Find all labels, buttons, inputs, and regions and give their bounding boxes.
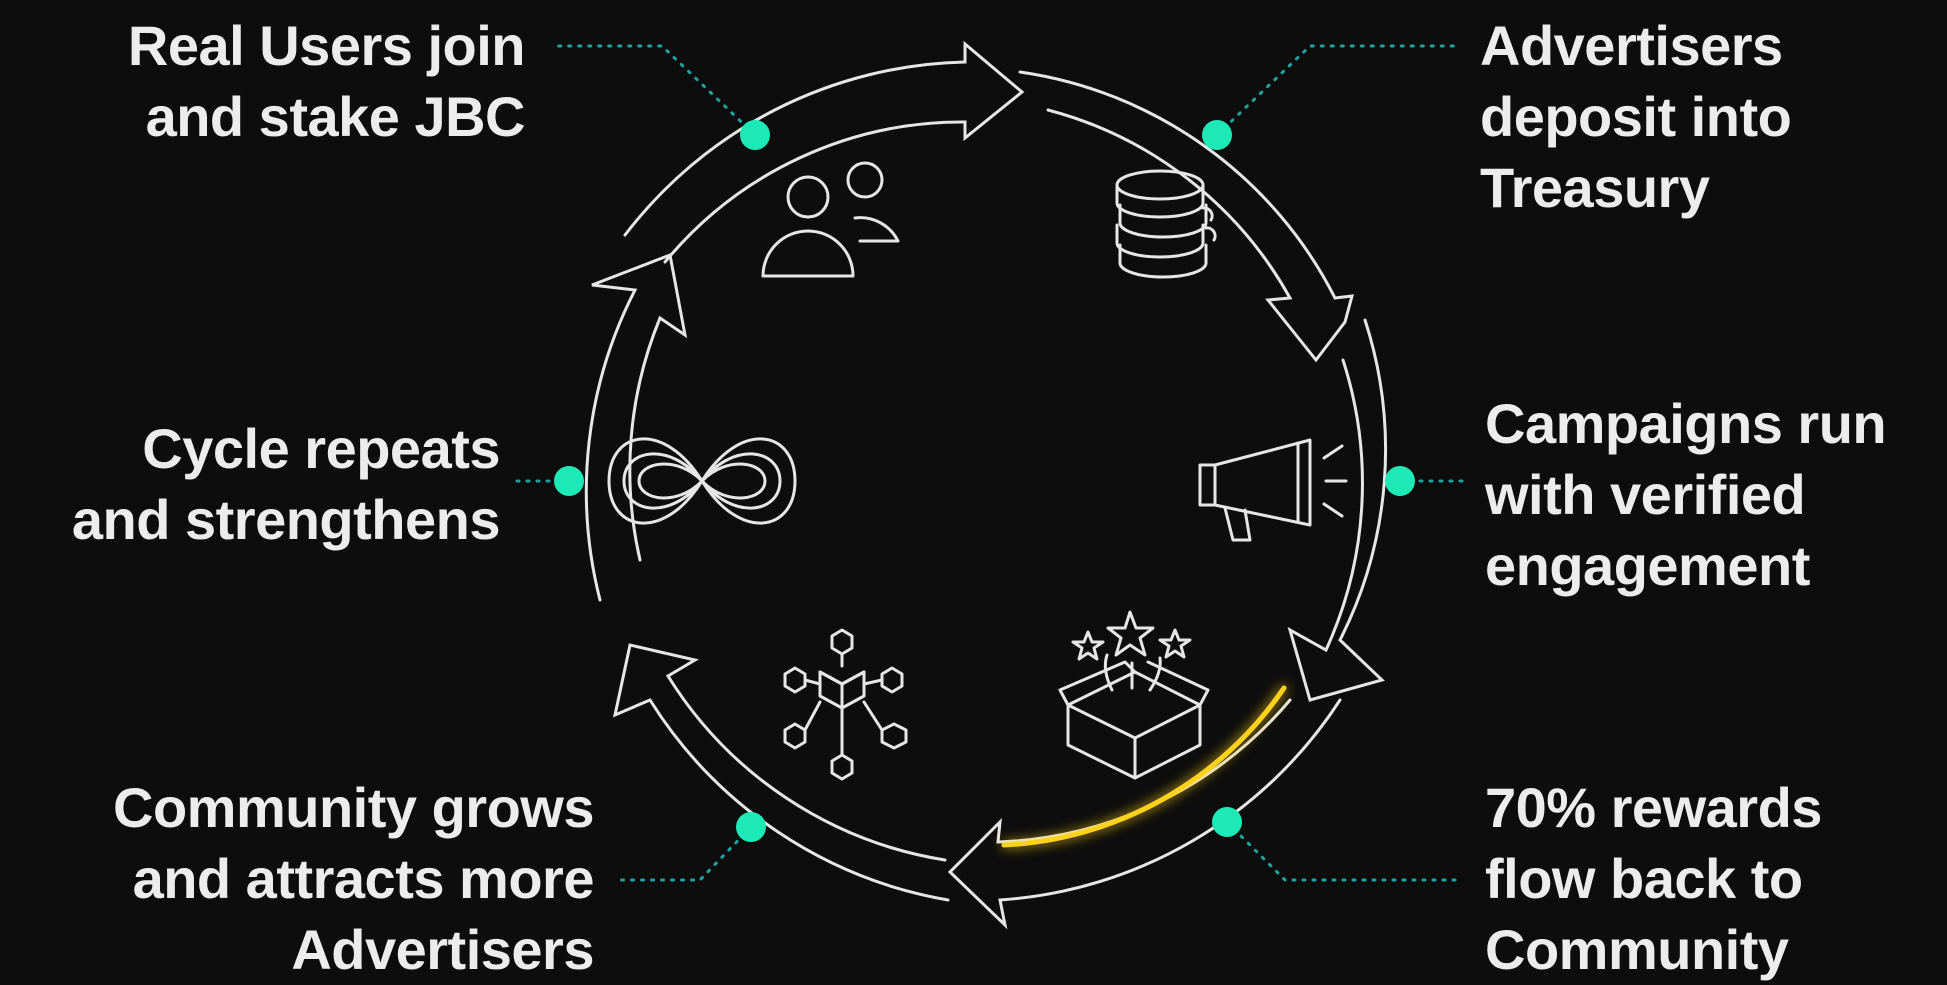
- node-step-4: [1212, 807, 1242, 837]
- step-4-line-2: flow back to: [1485, 847, 1803, 910]
- step-5-line-1: Community grows: [113, 776, 594, 839]
- connector-step-1: [553, 44, 757, 137]
- cycle-arc-left-upper: [584, 252, 688, 602]
- step-3-line-2: with verified: [1485, 463, 1806, 526]
- coins-icon: [1115, 169, 1217, 279]
- step-1-line-1: Real Users join: [127, 14, 526, 77]
- connector-step-2: [1215, 44, 1462, 137]
- step-2-line-3: Treasury: [1480, 156, 1710, 219]
- node-step-6: [554, 466, 584, 496]
- highlight-arc: [1001, 685, 1287, 848]
- step-4-line-3: Community: [1485, 918, 1789, 981]
- step-3-line-3: engagement: [1485, 534, 1810, 597]
- users-icon: [761, 161, 900, 278]
- step-label-6: Cycle repeats and strengthens: [71, 413, 501, 555]
- connector-step-5: [618, 825, 753, 882]
- megaphone-icon: [1198, 438, 1348, 542]
- cycle-arc-right-upper: [1018, 70, 1355, 363]
- infinity-icon: [607, 437, 797, 525]
- node-step-3: [1385, 466, 1415, 496]
- network-icon: [783, 628, 908, 781]
- node-step-2: [1202, 120, 1232, 150]
- step-label-3: Campaigns run with verified engagement: [1485, 388, 1887, 601]
- step-5-line-3: Advertisers: [291, 918, 594, 981]
- step-5-line-2: and attracts more: [132, 847, 595, 910]
- step-1-line-2: and stake JBC: [145, 85, 526, 148]
- node-step-1: [740, 120, 770, 150]
- node-step-5: [736, 812, 766, 842]
- step-label-2: Advertisers deposit into Treasury: [1480, 10, 1792, 223]
- step-label-1: Real Users join and stake JBC: [127, 10, 526, 152]
- step-2-line-2: deposit into: [1480, 85, 1792, 148]
- cycle-arc-right-lower: [1287, 318, 1388, 702]
- step-3-line-1: Campaigns run: [1485, 392, 1887, 455]
- step-6-line-2: and strengthens: [71, 488, 501, 551]
- step-6-line-1: Cycle repeats: [142, 417, 500, 480]
- step-label-5: Community grows and attracts more Advert…: [113, 772, 594, 985]
- cycle-arc-bottom: [947, 698, 1342, 930]
- step-label-4: 70% rewards flow back to Community: [1485, 772, 1822, 985]
- connector-step-4: [1225, 820, 1464, 882]
- step-4-line-1: 70% rewards: [1485, 776, 1822, 839]
- gift-box-icon: [1058, 610, 1210, 780]
- step-2-line-1: Advertisers: [1480, 14, 1783, 77]
- cycle-arc-left-lower: [612, 643, 950, 902]
- cycle-arc-top: [623, 40, 1025, 264]
